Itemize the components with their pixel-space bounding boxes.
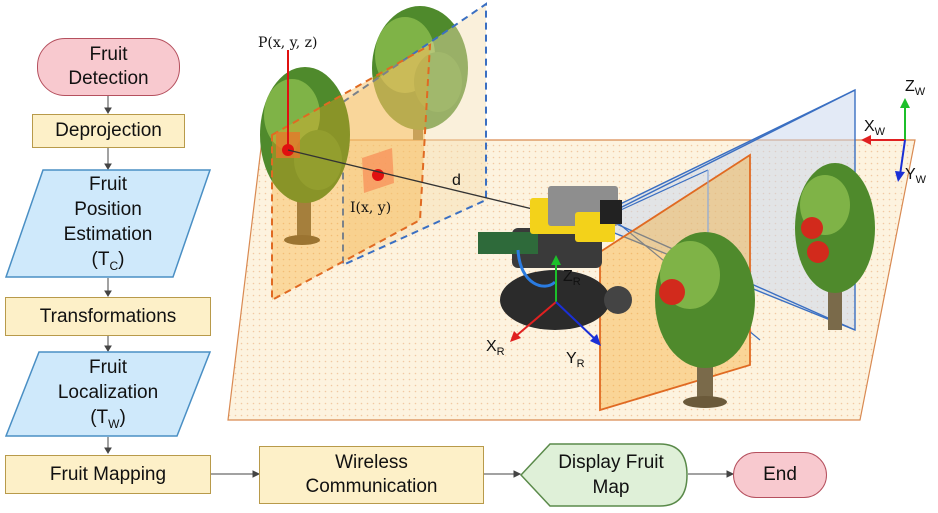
robot-x-letter: X xyxy=(486,338,497,355)
tree-back xyxy=(372,6,468,140)
tw-open: (T xyxy=(90,407,109,429)
world-x-sub: W xyxy=(874,126,886,139)
tree-right-front xyxy=(655,232,755,408)
localization-line3: (TW) xyxy=(90,405,126,433)
distance-ray xyxy=(287,149,546,213)
robot-z-letter: Z xyxy=(563,268,573,285)
deprojection-process: Deprojection xyxy=(32,114,185,148)
robot-x-sub: R xyxy=(496,346,505,359)
display-label: Display Fruit Map xyxy=(558,451,664,498)
localization-io: Fruit Localization (TW) xyxy=(5,351,211,437)
distance-label: d xyxy=(452,172,461,189)
world-y-letter: Y xyxy=(905,166,916,183)
world-y-sub: W xyxy=(915,174,927,187)
robot-z-label: ZR xyxy=(563,268,581,288)
fruit-detection-terminal: Fruit Detection xyxy=(37,38,180,96)
tw-sub: W xyxy=(108,417,120,432)
world-z-sub: W xyxy=(914,86,926,99)
world-y-label: YW xyxy=(905,166,926,186)
robot-z-sub: R xyxy=(572,276,581,289)
tw-close: ) xyxy=(119,407,126,429)
tc-open: (T xyxy=(91,249,110,271)
localization-line2: Localization xyxy=(57,382,159,404)
localization-line1: Fruit xyxy=(89,357,127,379)
transformations-label: Transformations xyxy=(39,305,177,327)
position-estimation-io: Fruit Position Estimation (TC) xyxy=(5,169,211,278)
end-label: End xyxy=(763,464,797,486)
tree-left xyxy=(260,67,350,245)
world-x-letter: X xyxy=(864,118,875,135)
end-terminal: End xyxy=(733,452,827,498)
tc-close: ) xyxy=(118,249,125,271)
fruit-detection-label: Fruit Detection xyxy=(68,44,149,89)
image-plane-frame xyxy=(342,2,487,267)
world-z-letter: Z xyxy=(905,78,915,95)
deprojection-label: Deprojection xyxy=(55,120,162,142)
position-estimation-line3: Estimation xyxy=(63,224,153,246)
robot-y-letter: Y xyxy=(566,350,577,367)
transformations-process: Transformations xyxy=(5,297,211,336)
position-estimation-line1: Fruit xyxy=(89,174,127,196)
robot xyxy=(478,186,632,330)
position-estimation-line2: Position xyxy=(74,199,142,221)
wireless-communication-process: Wireless Communication xyxy=(259,446,484,504)
robot-y-label: YR xyxy=(566,350,585,370)
fruit-mapping-process: Fruit Mapping xyxy=(5,455,211,494)
tc-sub: C xyxy=(109,259,119,274)
robot-x-label: XR xyxy=(486,338,505,358)
point-3d-label: P(x, y, z) xyxy=(258,35,318,51)
wireless-label: Wireless Communication xyxy=(305,452,438,497)
position-estimation-line4: (TC) xyxy=(92,247,125,275)
world-x-label: XW xyxy=(864,118,885,138)
point-2d-label: I(x, y) xyxy=(350,200,392,216)
tree-right-back xyxy=(795,163,875,330)
projection-frustum-frame xyxy=(271,43,432,302)
robot-y-sub: R xyxy=(576,358,585,371)
fruit-mapping-label: Fruit Mapping xyxy=(49,463,167,485)
flow-connectors xyxy=(104,96,735,478)
display-fruit-map-node: Display Fruit Map xyxy=(520,443,688,507)
world-z-label: ZW xyxy=(905,78,925,98)
